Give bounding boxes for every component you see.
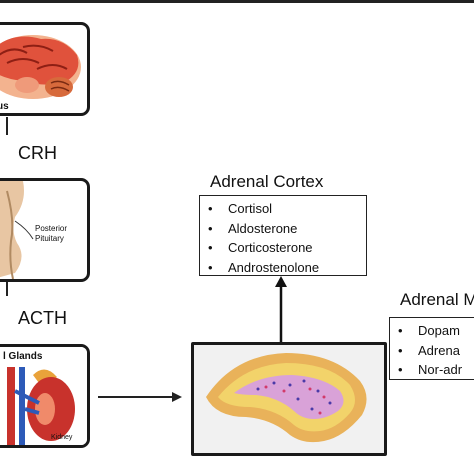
top-border-line — [0, 0, 474, 3]
adrenal-medulla-title: Adrenal M — [400, 290, 474, 309]
acth-label: ACTH — [18, 308, 67, 328]
brain-illustration: us — [0, 35, 81, 112]
crh-label: CRH — [18, 143, 57, 163]
pituitary-illustration: Posterior Pituitary — [0, 181, 67, 279]
pituitary-label-line2: Pituitary — [35, 234, 64, 243]
brain-label: us — [0, 101, 9, 112]
adrenal-cortex-title: Adrenal Cortex — [210, 172, 324, 191]
cortex-item: Androstenolone — [200, 258, 366, 278]
adrenal-medulla-list-box: Dopam Adrena Nor-adr — [389, 317, 474, 380]
adrenal-kidney-illustration: l Glands Kidney — [0, 347, 87, 445]
pituitary-panel: Posterior Pituitary — [0, 178, 90, 282]
adrenal-kidney-panel: l Glands Kidney — [0, 344, 90, 448]
cortex-item: Corticosterone — [200, 238, 366, 258]
adrenal-gland-panel — [191, 342, 387, 456]
cortex-item: Aldosterone — [200, 219, 366, 239]
pituitary-label-line1: Posterior — [35, 224, 67, 233]
medulla-item: Dopam — [390, 321, 474, 341]
cortex-item: Cortisol — [200, 199, 366, 219]
adrenal-cortex-list-box: Cortisol Aldosterone Corticosterone Andr… — [199, 195, 367, 278]
arrow-to-gland-head — [172, 392, 182, 402]
adrenal-cross-section — [194, 345, 384, 453]
adrenal-label: l Glands — [3, 351, 43, 362]
hypothalamus-panel: us — [0, 22, 90, 116]
kidney-label: Kidney — [51, 434, 73, 441]
medulla-item: Adrena — [390, 341, 474, 361]
medulla-item: Nor-adr — [390, 360, 474, 380]
cortex-arrow-up-head — [275, 276, 287, 287]
